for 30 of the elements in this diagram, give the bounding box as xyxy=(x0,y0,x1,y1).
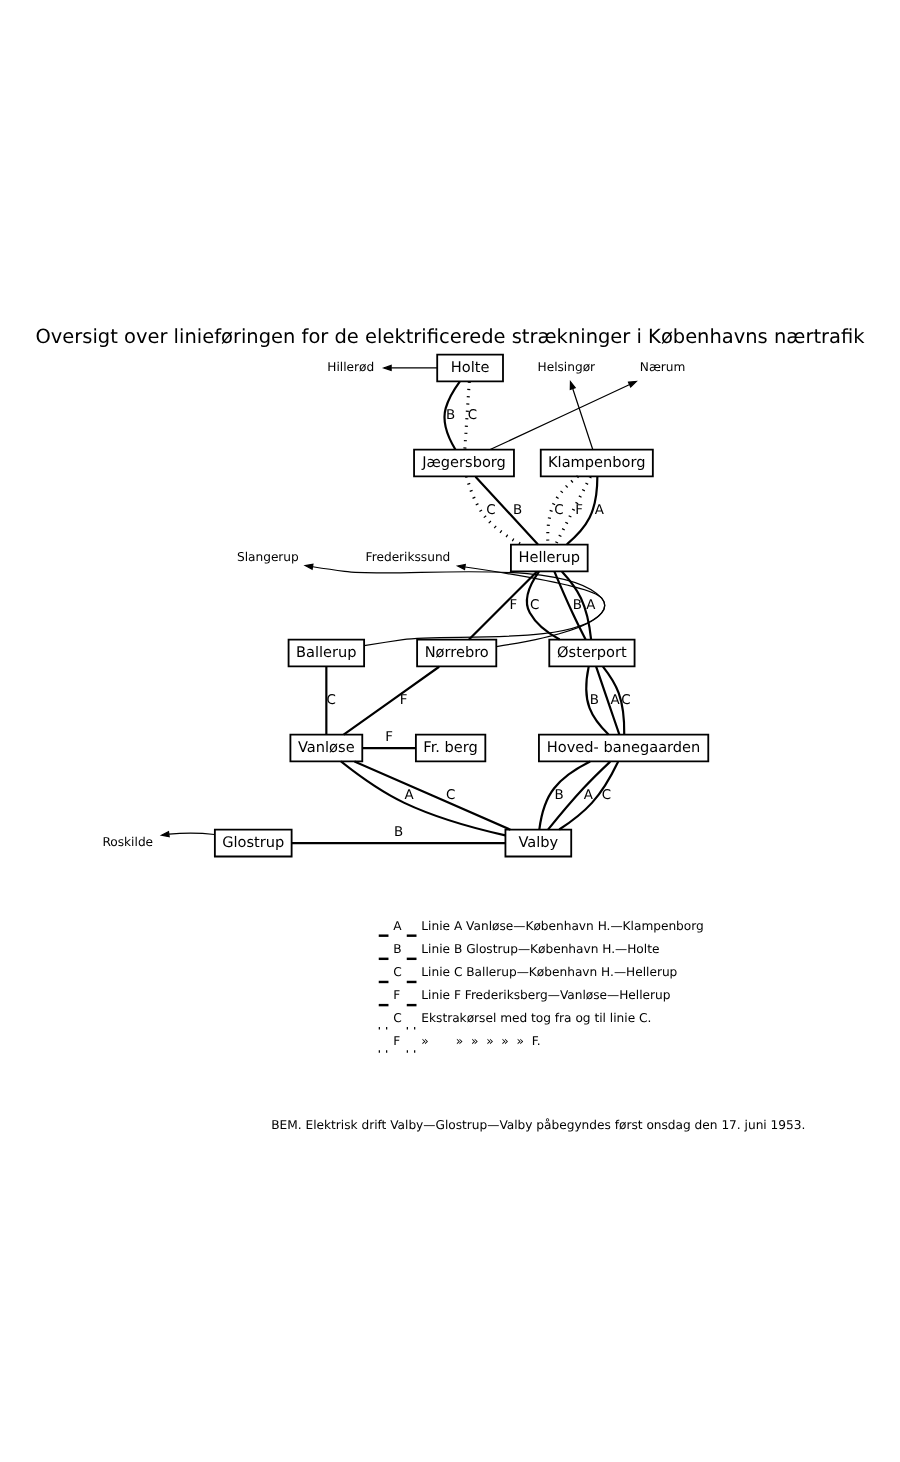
connector xyxy=(463,381,471,450)
arrow xyxy=(303,563,606,648)
connector xyxy=(465,476,522,546)
connector xyxy=(525,571,561,641)
arrow xyxy=(381,364,438,372)
connector xyxy=(474,475,539,546)
arrow xyxy=(489,380,638,451)
connector xyxy=(602,666,626,735)
connector xyxy=(554,476,592,546)
connector xyxy=(362,746,416,750)
connector xyxy=(443,381,461,451)
connector xyxy=(561,570,593,640)
connector xyxy=(291,842,506,845)
connector xyxy=(343,665,440,736)
connector xyxy=(595,666,621,735)
connector xyxy=(585,666,610,736)
diagram-title: Oversigt over linieføringen for de elektrificerede strækninger i Københavns nærtrafik xyxy=(35,327,865,350)
connector xyxy=(468,570,538,641)
connector xyxy=(538,760,591,830)
connector xyxy=(354,760,511,831)
arrow xyxy=(159,830,216,838)
connector xyxy=(558,761,620,831)
arrow xyxy=(363,563,606,647)
connector xyxy=(546,475,579,545)
connector xyxy=(325,666,328,735)
connector xyxy=(566,476,599,546)
arrow xyxy=(569,379,594,451)
connector xyxy=(547,760,611,831)
connector xyxy=(553,571,587,641)
connector xyxy=(340,760,506,837)
